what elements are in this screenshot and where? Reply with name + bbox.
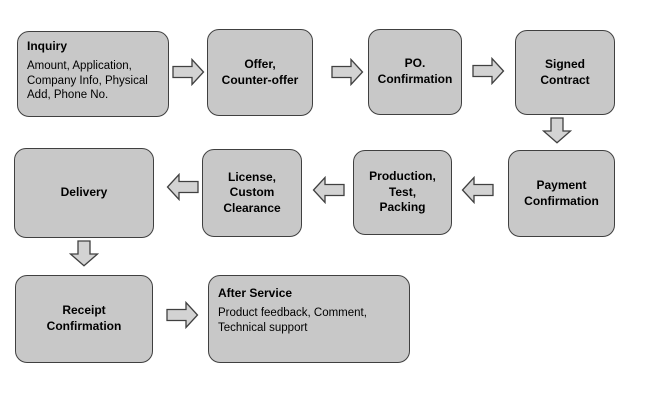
node-receipt-confirmation: Receipt Confirmation: [15, 275, 153, 363]
arrow-left-icon: [461, 176, 494, 204]
arrow-left-icon: [166, 173, 199, 201]
node-license-custom-clearance-label: License, Custom Clearance: [223, 169, 281, 215]
arrow-right-icon: [472, 57, 505, 85]
node-offer: Offer, Counter-offer: [207, 29, 313, 116]
arrow-right-icon: [172, 58, 205, 86]
node-inquiry-title: Inquiry: [27, 39, 68, 53]
node-after-service: After Service Product feedback, Comment,…: [208, 275, 410, 363]
node-receipt-confirmation-label: Receipt Confirmation: [46, 303, 122, 333]
arrow-down-icon: [69, 240, 99, 267]
node-po-confirmation-label: PO. Confirmation: [377, 56, 453, 86]
node-offer-label: Offer, Counter-offer: [221, 56, 299, 87]
node-inquiry: Inquiry Amount, Application, Company Inf…: [17, 31, 169, 117]
arrow-left-icon: [312, 176, 345, 204]
node-production-test-packing-label: Production, Test, Packing: [369, 169, 436, 215]
arrow-right-icon: [166, 301, 199, 329]
node-signed-contract-label: Signed Contract: [540, 56, 590, 87]
node-signed-contract: Signed Contract: [515, 30, 615, 115]
node-after-service-title: After Service: [218, 286, 293, 300]
node-after-service-body: Product feedback, Comment, Technical sup…: [218, 307, 367, 334]
node-production-test-packing: Production, Test, Packing: [353, 150, 452, 235]
arrow-right-icon: [331, 58, 364, 86]
node-delivery: Delivery: [14, 148, 154, 238]
node-po-confirmation: PO. Confirmation: [368, 29, 462, 115]
node-license-custom-clearance: License, Custom Clearance: [202, 149, 302, 237]
node-payment-confirmation-label: Payment Confirmation: [524, 177, 599, 208]
arrow-down-icon: [542, 117, 572, 144]
node-payment-confirmation: Payment Confirmation: [508, 150, 615, 237]
node-inquiry-body: Amount, Application, Company Info, Physi…: [27, 60, 148, 102]
node-delivery-label: Delivery: [60, 185, 108, 200]
